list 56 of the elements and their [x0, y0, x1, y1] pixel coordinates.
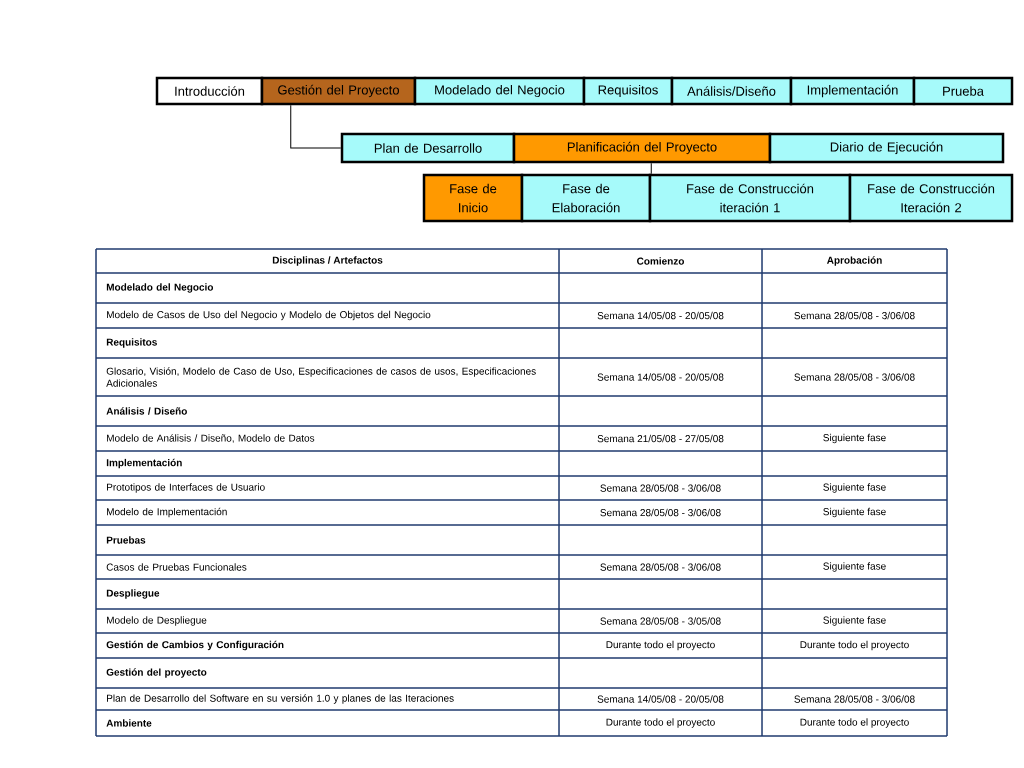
table-text: Semana 28/05/08 - 3/06/08	[794, 373, 915, 381]
column-header: Comienzo	[637, 257, 684, 265]
column-header: Aprobación	[827, 256, 882, 266]
table-text: Siguiente fase	[823, 507, 886, 518]
phase-box: Fase de Construcción Iteración 2	[848, 173, 1014, 223]
table-text: Modelo de Implementación	[107, 507, 227, 518]
tab: Requisitos	[582, 76, 674, 106]
tab: Modelado del Negocio	[413, 76, 586, 106]
table-text: Modelo de Despliegue	[107, 616, 207, 626]
section-heading: Requisitos	[106, 338, 157, 348]
table-text: Semana 28/05/08 - 3/06/08	[794, 311, 915, 320]
phase-box: Fase de Construcción iteración 1	[648, 173, 852, 223]
table-text: Siguiente fase	[823, 562, 886, 572]
table-text: Semana 28/05/08 - 3/06/08	[600, 563, 721, 571]
tab: Planificación del Proyecto	[512, 132, 772, 164]
table-text: Semana 14/05/08 - 20/05/08	[597, 695, 724, 703]
tab: Prueba	[912, 76, 1014, 106]
section-heading: Implementación	[106, 458, 182, 469]
table-text: Semana 14/05/08 - 20/05/08	[597, 311, 724, 320]
section-heading: Modelado del Negocio	[106, 283, 214, 293]
table-text: Siguiente fase	[823, 483, 886, 493]
section-heading: Gestión de Cambios y Configuración	[106, 640, 284, 651]
table-text: Semana 28/05/08 - 3/06/08	[600, 508, 721, 517]
table-text: Semana 28/05/08 - 3/05/08	[600, 617, 721, 625]
table-text: Durante todo el proyecto	[800, 640, 909, 651]
tab: Diario de Ejecución	[768, 132, 1005, 164]
section-heading: Gestión del proyecto	[106, 668, 207, 678]
table-text: Semana 14/05/08 - 20/05/08	[597, 373, 724, 381]
phase-box: Fase de Inicio	[422, 173, 524, 223]
tab: Introducción	[155, 76, 264, 106]
section-heading: Ambiente	[106, 719, 152, 727]
table-text: Prototipos de Interfaces de Usuario	[107, 483, 265, 493]
tab: Gestión del Proyecto	[260, 76, 417, 106]
table-text: Casos de Pruebas Funcionales	[106, 563, 247, 571]
table-text: Durante todo el proyecto	[606, 718, 715, 728]
tab: Plan de Desarrollo	[340, 132, 516, 164]
table-text: Glosario, Visión, Modelo de Caso de Uso, Especificaciones de casos de usos, Especificaciones Adicionales	[106, 367, 536, 387]
section-heading: Despliegue	[106, 589, 160, 599]
table-text: Modelo de Análisis / Diseño, Modelo de Datos	[107, 434, 315, 443]
table-text: Siguiente fase	[823, 433, 886, 444]
column-header: Disciplinas / Artefactos	[272, 256, 383, 266]
table-text: Durante todo el proyecto	[800, 718, 909, 728]
table-text: Plan de Desarrollo del Software en su versión 1.0 y planes de las Iteraciones	[107, 694, 454, 704]
table-text: Semana 21/05/08 - 27/05/08	[597, 434, 724, 443]
table-text: Semana 28/05/08 - 3/06/08	[600, 484, 721, 492]
table-text: Semana 28/05/08 - 3/06/08	[794, 695, 915, 703]
tab: Análisis/Diseño	[670, 76, 793, 106]
section-heading: Pruebas	[106, 536, 146, 544]
section-heading: Análisis / Diseño	[106, 407, 187, 415]
table-text: Durante todo el proyecto	[606, 640, 715, 651]
table-text: Siguiente fase	[823, 616, 886, 626]
tab: Implementación	[789, 76, 916, 106]
connector-line	[650, 162, 652, 175]
connector-line	[290, 104, 342, 149]
phase-box: Fase de Elaboración	[520, 173, 652, 223]
table-text: Modelo de Casos de Uso del Negocio y Modelo de Objetos del Negocio	[107, 310, 431, 321]
